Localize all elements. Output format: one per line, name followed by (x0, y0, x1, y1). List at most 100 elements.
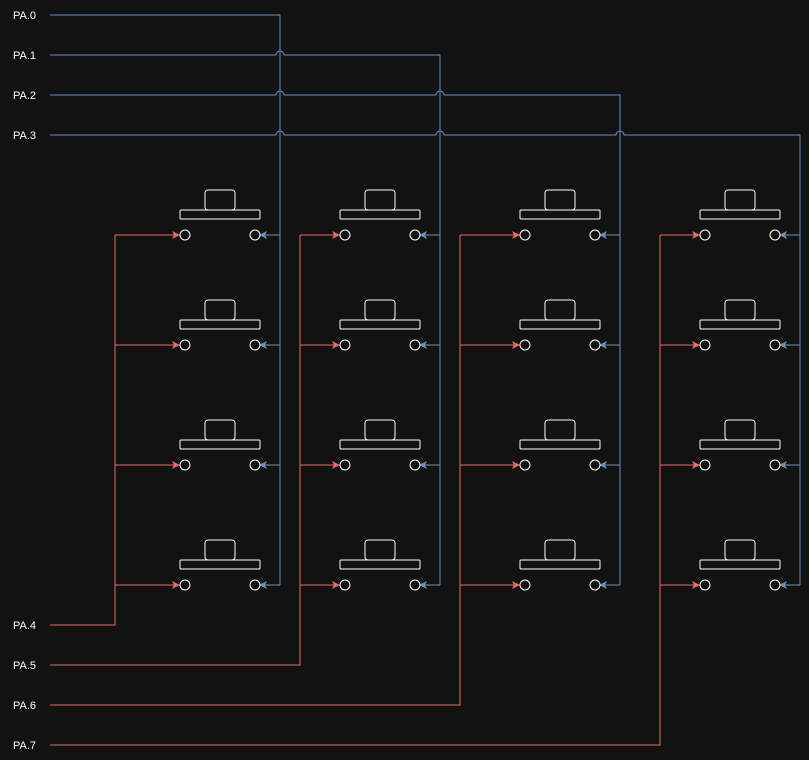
pushbutton-cap (724, 189, 756, 211)
row-wire-0 (50, 235, 116, 626)
pushbutton-cap (544, 299, 576, 321)
pushbutton-bar (179, 439, 261, 450)
pushbutton-0-2 (519, 189, 601, 241)
terminal-left (339, 229, 351, 241)
pushbutton-cap (724, 419, 756, 441)
terminal-right (249, 459, 261, 471)
terminal-right (409, 579, 421, 591)
pushbutton-1-3 (699, 299, 781, 351)
pin-labels: PA.0PA.1PA.2PA.3PA.4PA.5PA.6PA.7 (13, 10, 36, 752)
terminal-left (699, 459, 711, 471)
pushbutton-cap (364, 419, 396, 441)
terminal-left (339, 579, 351, 591)
pushbutton-cap (204, 539, 236, 561)
pin-label-col-2: PA.2 (13, 90, 36, 102)
terminal-left (519, 229, 531, 241)
pushbutton-bar (179, 319, 261, 330)
pushbutton-bar (339, 319, 421, 330)
terminal-right (589, 579, 601, 591)
pushbutton-cap (204, 189, 236, 211)
terminal-right (409, 229, 421, 241)
column-wire-3 (50, 130, 801, 585)
column-wire-0 (50, 14, 281, 585)
pushbutton-cap (544, 189, 576, 211)
pushbutton-bar (699, 559, 781, 570)
column-wires (50, 14, 801, 589)
pin-label-col-0: PA.0 (13, 10, 36, 22)
terminal-right (769, 459, 781, 471)
pushbutton-bar (339, 209, 421, 220)
pin-label-row-0: PA.4 (13, 620, 36, 632)
pushbutton-bar (699, 319, 781, 330)
pushbutton-2-0 (179, 419, 261, 471)
pushbutton-2-2 (519, 419, 601, 471)
pushbutton-cap (544, 539, 576, 561)
terminal-right (409, 339, 421, 351)
pushbutton-bar (519, 209, 601, 220)
pushbutton-3-2 (519, 539, 601, 591)
pin-label-col-1: PA.1 (13, 50, 36, 62)
pushbutton-0-1 (339, 189, 421, 241)
terminal-right (409, 459, 421, 471)
pushbutton-bar (339, 439, 421, 450)
terminal-left (179, 229, 191, 241)
pin-label-col-3: PA.3 (13, 130, 36, 142)
terminal-left (699, 339, 711, 351)
pushbutton-cap (724, 299, 756, 321)
terminal-left (339, 459, 351, 471)
terminal-right (249, 579, 261, 591)
pushbutton-3-0 (179, 539, 261, 591)
row-wire-1 (50, 235, 301, 666)
pushbutton-1-0 (179, 299, 261, 351)
terminal-left (339, 339, 351, 351)
pushbutton-cap (364, 539, 396, 561)
pushbutton-1-2 (519, 299, 601, 351)
pin-label-row-2: PA.6 (13, 700, 36, 712)
pushbutton-cap (204, 299, 236, 321)
pin-label-row-1: PA.5 (13, 660, 36, 672)
pushbutton-bar (699, 209, 781, 220)
pushbutton-0-3 (699, 189, 781, 241)
terminal-left (179, 339, 191, 351)
terminal-left (519, 579, 531, 591)
terminal-left (519, 459, 531, 471)
terminal-right (589, 229, 601, 241)
terminal-right (769, 339, 781, 351)
pushbutton-cap (544, 419, 576, 441)
pushbutton-1-1 (339, 299, 421, 351)
pushbutton-cap (204, 419, 236, 441)
pushbutton-0-0 (179, 189, 261, 241)
terminal-left (699, 579, 711, 591)
terminal-right (589, 459, 601, 471)
terminal-left (179, 579, 191, 591)
pushbutton-2-1 (339, 419, 421, 471)
pushbutton-bar (179, 209, 261, 220)
pushbutton-bar (339, 559, 421, 570)
pushbutton-bar (179, 559, 261, 570)
column-wire-1 (50, 50, 441, 585)
terminal-right (249, 339, 261, 351)
row-wire-2 (50, 235, 461, 706)
pushbutton-2-3 (699, 419, 781, 471)
pushbutton-cap (364, 299, 396, 321)
terminal-left (179, 459, 191, 471)
terminal-right (769, 229, 781, 241)
pin-label-row-3: PA.7 (13, 740, 36, 752)
pushbutton-3-1 (339, 539, 421, 591)
row-wires (50, 231, 700, 746)
pushbutton-bar (519, 319, 601, 330)
pushbutton-bar (519, 559, 601, 570)
terminal-right (769, 579, 781, 591)
row-wire-3 (50, 235, 661, 746)
column-wire-2 (50, 90, 621, 585)
pushbutton-cap (724, 539, 756, 561)
terminal-left (519, 339, 531, 351)
terminal-right (249, 229, 261, 241)
pushbutton-bar (519, 439, 601, 450)
pushbutton-3-3 (699, 539, 781, 591)
terminal-right (589, 339, 601, 351)
pushbutton-bar (699, 439, 781, 450)
terminal-left (699, 229, 711, 241)
pushbutton-grid (179, 189, 781, 591)
